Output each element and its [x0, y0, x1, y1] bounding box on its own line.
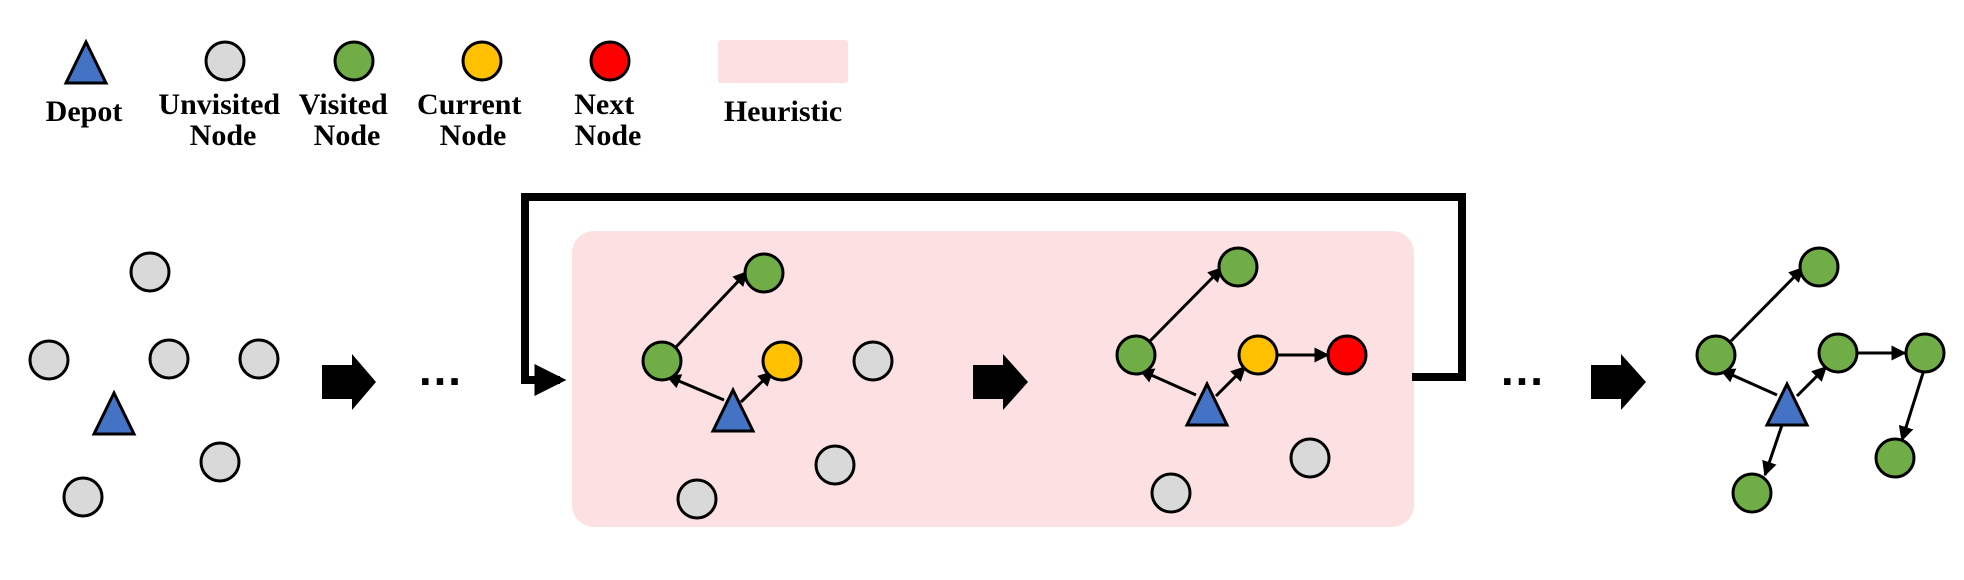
- block-arrow: [973, 354, 1028, 410]
- stage-heuristic-step-1: [641, 252, 894, 520]
- legend-current-label: Current Node: [417, 88, 529, 152]
- edge: [1729, 266, 1805, 343]
- edge: [1795, 365, 1828, 398]
- edge: [674, 270, 749, 349]
- visited-node: [1695, 334, 1737, 376]
- unvisited-node: [814, 444, 856, 486]
- unvisited-node: [148, 338, 190, 380]
- unvisited-node: [199, 441, 241, 483]
- visited-node: [1115, 334, 1157, 376]
- unvisited-node: [1150, 472, 1192, 514]
- current-node: [761, 340, 803, 382]
- ellipsis: …: [417, 343, 463, 395]
- legend-heuristic-swatch: [718, 40, 848, 83]
- edge: [1214, 365, 1247, 398]
- edge: [1762, 424, 1784, 477]
- edge: [1719, 368, 1778, 397]
- legend-unvisited-icon: [204, 40, 246, 82]
- edge: [739, 370, 774, 404]
- legend-visited-label: Visited Node: [299, 88, 395, 152]
- visited-node: [1817, 332, 1859, 374]
- edge: [1898, 372, 1925, 442]
- legend-next-label: Next Node: [574, 88, 641, 152]
- unvisited-node: [62, 476, 104, 518]
- legend-current-icon: [461, 40, 503, 82]
- legend-depot-label: Depot: [46, 95, 123, 128]
- edge: [1138, 368, 1197, 397]
- unvisited-node: [852, 340, 894, 382]
- legend-depot-icon: [63, 38, 109, 85]
- unvisited-node: [238, 338, 280, 380]
- legend: Depot Unvisited Node Visited Node Curren…: [46, 38, 848, 152]
- stage-final: [1695, 246, 1946, 514]
- next-node: [1326, 334, 1368, 376]
- stage-initial: [28, 251, 280, 518]
- block-arrow: [1591, 354, 1646, 410]
- unvisited-node: [676, 478, 718, 520]
- visited-node: [1217, 246, 1259, 288]
- visited-node: [641, 340, 683, 382]
- unvisited-node: [1289, 437, 1331, 479]
- block-arrow: [322, 354, 376, 410]
- depot-node: [1764, 380, 1810, 427]
- loop-back-arrow: [521, 193, 1466, 396]
- visited-node: [1874, 437, 1916, 479]
- unvisited-node: [28, 339, 70, 381]
- stage-heuristic-step-2: [1115, 246, 1368, 514]
- edge: [1148, 266, 1224, 343]
- legend-next-icon: [589, 40, 631, 82]
- depot-node: [1184, 380, 1230, 427]
- depot-node: [710, 386, 756, 433]
- edge: [665, 374, 725, 402]
- legend-visited-icon: [333, 40, 375, 82]
- depot-node: [91, 389, 137, 436]
- legend-heuristic-label: Heuristic: [724, 95, 842, 128]
- current-node: [1237, 334, 1279, 376]
- unvisited-node: [129, 251, 171, 293]
- legend-unvisited-label: Unvisited Node: [158, 88, 287, 152]
- visited-node: [743, 252, 785, 294]
- visited-node: [1904, 332, 1946, 374]
- visited-node: [1798, 246, 1840, 288]
- ellipsis: …: [1499, 343, 1545, 395]
- visited-node: [1731, 472, 1773, 514]
